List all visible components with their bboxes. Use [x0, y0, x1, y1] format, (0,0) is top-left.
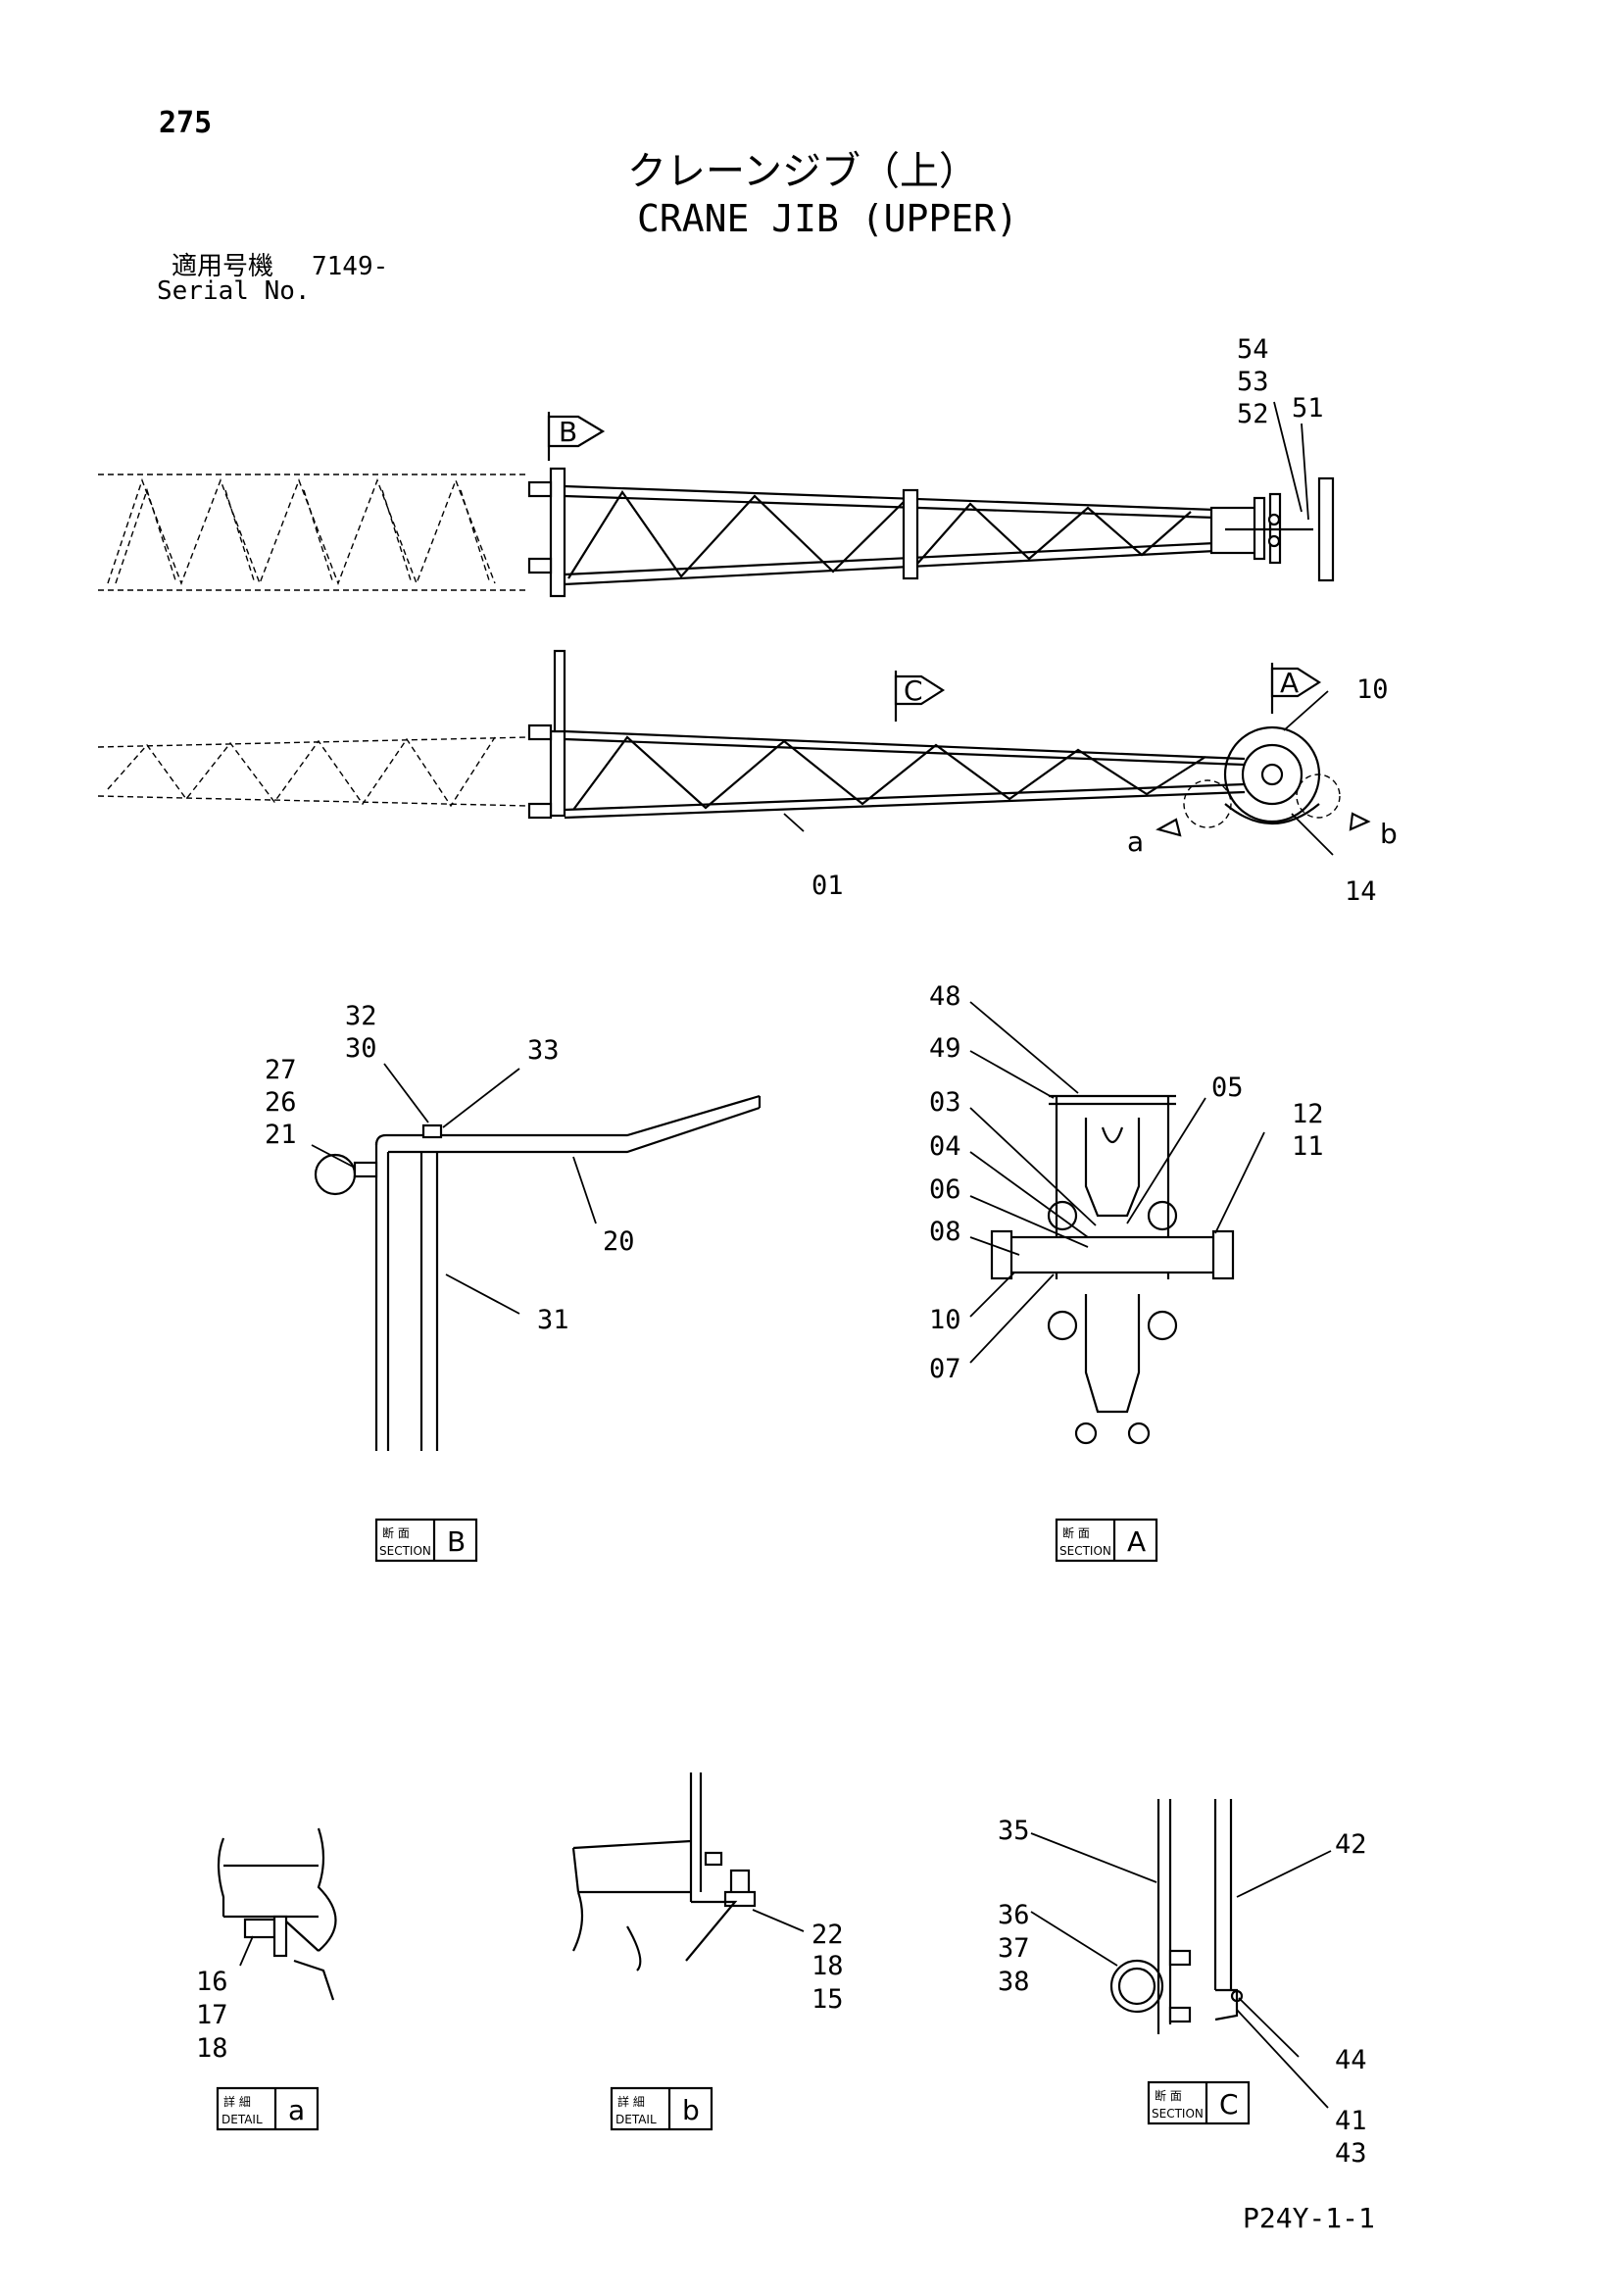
jib-top-view — [98, 401, 1335, 598]
callout-32: 32 — [345, 1001, 377, 1031]
svg-text:A: A — [1127, 1525, 1146, 1558]
callout-49: 49 — [929, 1033, 961, 1064]
svg-text:SECTION: SECTION — [379, 1544, 431, 1558]
svg-text:B: B — [447, 1525, 466, 1558]
detail-b-view — [571, 1772, 805, 1972]
callout-04: 04 — [929, 1131, 961, 1162]
callout-42: 42 — [1335, 1829, 1367, 1860]
callout-22: 22 — [812, 1920, 844, 1950]
serial-label-en: Serial No. — [157, 276, 311, 306]
callout-18-detail-b: 18 — [812, 1951, 844, 1981]
svg-text:B: B — [559, 416, 577, 448]
detail-marker-b: b — [1380, 818, 1398, 850]
callout-03: 03 — [929, 1087, 961, 1118]
svg-text:断 面: 断 面 — [1062, 1525, 1090, 1540]
callout-51: 51 — [1292, 393, 1324, 424]
tag-detail-a: 詳 細 DETAIL a — [216, 2086, 320, 2131]
callout-18-detail-a: 18 — [196, 2033, 228, 2064]
callout-10-side: 10 — [1356, 674, 1389, 705]
callout-20: 20 — [603, 1226, 635, 1257]
callout-26: 26 — [265, 1087, 297, 1118]
page-number: 275 — [159, 106, 212, 140]
callout-21: 21 — [265, 1120, 297, 1150]
callout-06: 06 — [929, 1174, 961, 1205]
svg-text:SECTION: SECTION — [1059, 1544, 1111, 1558]
callout-38: 38 — [998, 1967, 1030, 1997]
callout-16: 16 — [196, 1967, 228, 1997]
callout-37: 37 — [998, 1933, 1030, 1964]
tag-section-a: 断 面 SECTION A — [1055, 1518, 1158, 1563]
callout-52: 52 — [1237, 399, 1269, 429]
view-marker-a: A — [1270, 663, 1322, 714]
detail-marker-a: a — [1127, 825, 1144, 858]
svg-text:C: C — [1219, 2088, 1239, 2121]
callout-43: 43 — [1335, 2138, 1367, 2169]
callout-08: 08 — [929, 1217, 961, 1247]
svg-text:断 面: 断 面 — [382, 1525, 410, 1540]
svg-text:DETAIL: DETAIL — [615, 2113, 657, 2126]
title-japanese: クレーンジブ（上） — [627, 149, 978, 194]
callout-31: 31 — [537, 1305, 569, 1335]
callout-05: 05 — [1211, 1073, 1244, 1103]
callout-17: 17 — [196, 2000, 228, 2030]
footer-code: P24Y-1-1 — [1243, 2202, 1375, 2234]
view-marker-c: C — [894, 671, 946, 722]
callout-15: 15 — [812, 1984, 844, 2015]
view-marker-b: B — [547, 412, 606, 461]
svg-text:詳 細: 詳 細 — [223, 2094, 251, 2109]
jib-side-view — [97, 649, 1371, 856]
svg-text:詳 細: 詳 細 — [617, 2094, 645, 2109]
svg-text:断 面: 断 面 — [1155, 2088, 1182, 2103]
callout-27: 27 — [265, 1055, 297, 1085]
svg-text:SECTION: SECTION — [1152, 2107, 1204, 2121]
svg-text:A: A — [1280, 667, 1299, 699]
callout-44: 44 — [1335, 2045, 1367, 2075]
tag-section-c: 断 面 SECTION C — [1147, 2080, 1251, 2125]
callout-30: 30 — [345, 1033, 377, 1064]
callout-54: 54 — [1237, 334, 1269, 365]
callout-35: 35 — [998, 1816, 1030, 1846]
svg-text:DETAIL: DETAIL — [221, 2113, 263, 2126]
section-a-view — [969, 1001, 1265, 1445]
callout-36: 36 — [998, 1900, 1030, 1930]
tag-section-b: 断 面 SECTION B — [374, 1518, 478, 1563]
serial-label-jp: 適用号機 — [172, 252, 273, 281]
svg-text:b: b — [682, 2094, 700, 2126]
callout-14: 14 — [1345, 876, 1377, 907]
callout-07: 07 — [929, 1354, 961, 1384]
tag-detail-b: 詳 細 DETAIL b — [610, 2086, 713, 2131]
section-c-view — [1030, 1799, 1332, 2109]
svg-text:a: a — [288, 2094, 305, 2126]
callout-11: 11 — [1292, 1131, 1324, 1162]
svg-text:C: C — [904, 674, 923, 707]
callout-12: 12 — [1292, 1099, 1324, 1129]
callout-33: 33 — [527, 1035, 560, 1066]
callout-53: 53 — [1237, 367, 1269, 397]
serial-value: 7149- — [312, 252, 388, 281]
callout-01: 01 — [812, 871, 844, 901]
callout-41: 41 — [1335, 2106, 1367, 2136]
callout-10-section-a: 10 — [929, 1305, 961, 1335]
detail-a-view — [217, 1827, 337, 2001]
section-b-view — [311, 1063, 762, 1451]
title-english: CRANE JIB (UPPER) — [637, 197, 1018, 240]
callout-48: 48 — [929, 981, 961, 1012]
